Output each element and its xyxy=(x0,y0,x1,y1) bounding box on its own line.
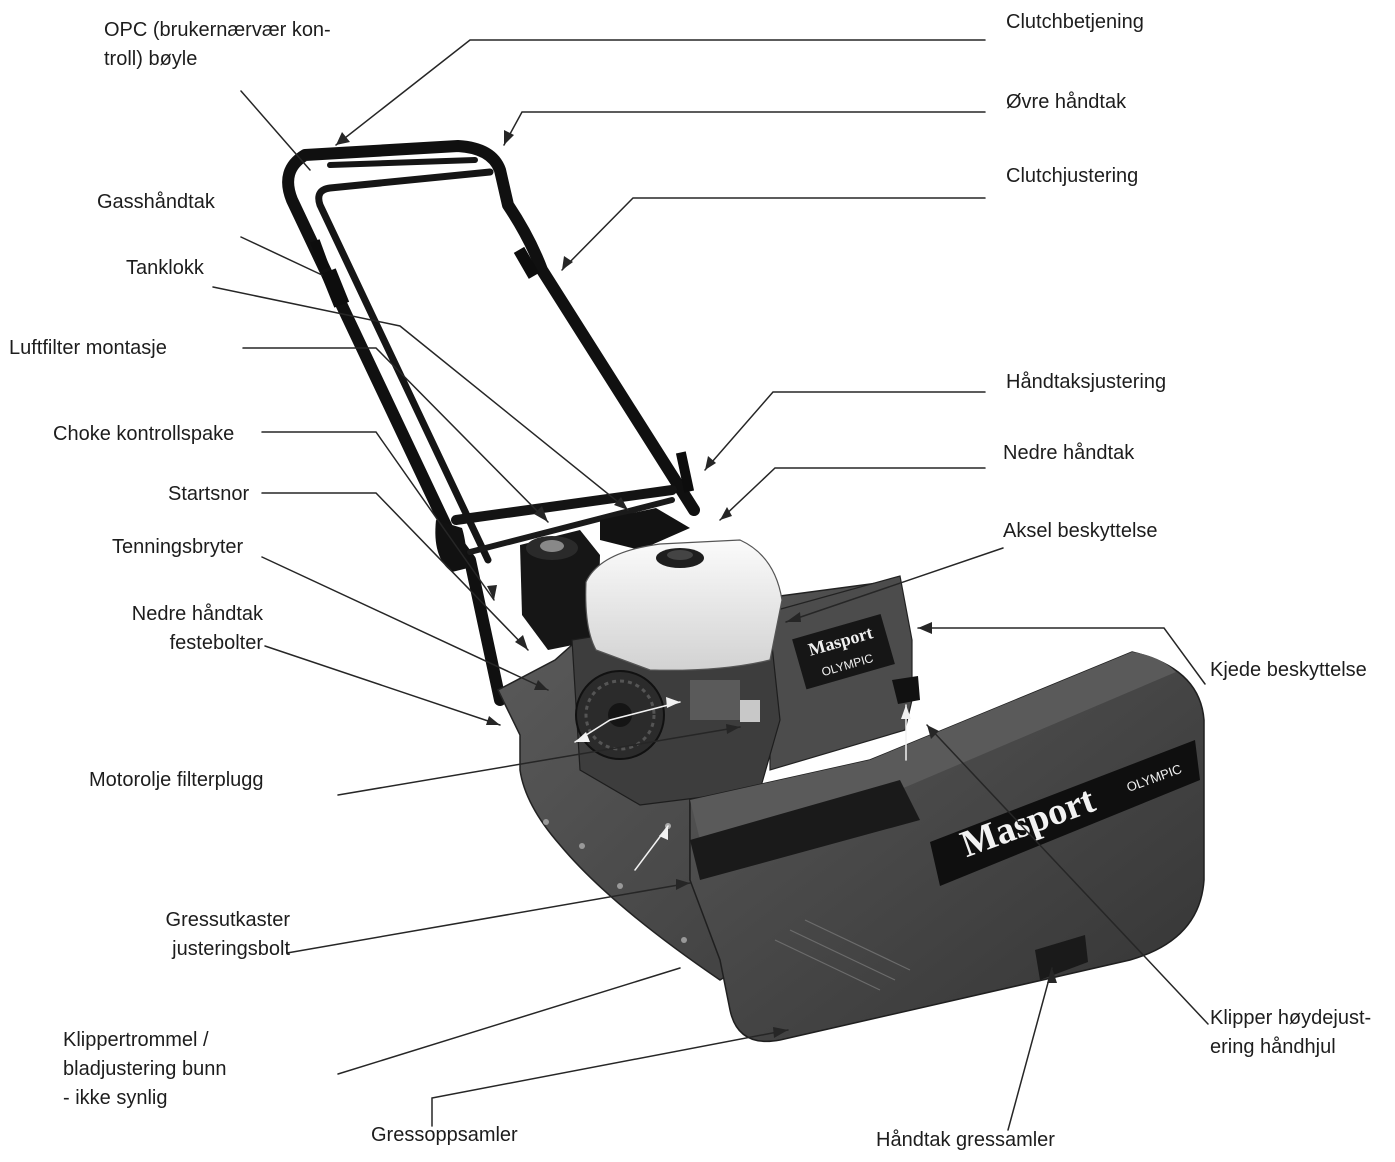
label-gasshandtak: Gasshåndtak xyxy=(97,191,215,213)
label-klippertrommel: Klippertrommel / bladjustering bunn - ik… xyxy=(63,1026,226,1113)
engine xyxy=(520,508,783,806)
label-tanklokk: Tanklokk xyxy=(126,257,204,279)
label-klipper-hoyde: Klipper høydejust- ering håndhjul xyxy=(1210,1004,1371,1062)
label-opc-line2: troll) bøyle xyxy=(104,48,198,70)
label-nedre-festebolter-line1: Nedre håndtak xyxy=(131,603,263,625)
label-opc: OPC (brukernærvær kon- troll) bøyle xyxy=(104,16,331,74)
white-arrowheads xyxy=(575,697,911,840)
label-klipper-hoyde-line1: Klipper høydejust- xyxy=(1210,1007,1372,1029)
label-klipper-hoyde-line2: ering håndhjul xyxy=(1210,1036,1336,1058)
label-nedre-festebolter: Nedre håndtak festebolter xyxy=(113,600,263,658)
label-handtak-gressamler: Håndtak gressamler xyxy=(876,1129,1055,1151)
catcher-handle xyxy=(1035,935,1088,980)
label-aksel: Aksel beskyttelse xyxy=(1003,520,1158,542)
label-ovre-handtak: Øvre håndtak xyxy=(1006,91,1127,113)
label-gressutkaster: Gressutkaster justeringsbolt xyxy=(140,906,290,964)
label-choke: Choke kontrollspake xyxy=(53,423,235,445)
label-startsnor: Startsnor xyxy=(168,483,250,505)
label-gressutkaster-line1: Gressutkaster xyxy=(165,909,290,931)
label-opc-line1: OPC (brukernærvær kon- xyxy=(104,19,331,41)
label-gressoppsamler: Gressoppsamler xyxy=(371,1124,518,1146)
arrowheads xyxy=(336,130,1057,1038)
label-clutchjustering: Clutchjustering xyxy=(1006,165,1139,187)
label-clutchbetjening: Clutchbetjening xyxy=(1006,11,1144,33)
label-klippertrommel-line2: bladjustering bunn xyxy=(63,1058,227,1080)
label-motorolje: Motorolje filterplugg xyxy=(89,769,264,791)
grass-catcher: Masport OLYMPIC xyxy=(689,651,1205,1043)
label-tenningsbryter: Tenningsbryter xyxy=(112,536,244,558)
label-luftfilter: Luftfilter montasje xyxy=(9,337,167,359)
label-gressutkaster-line2: justeringsbolt xyxy=(172,938,290,960)
label-nedre-handtak: Nedre håndtak xyxy=(1003,442,1135,464)
label-kjede: Kjede beskyttelse xyxy=(1210,659,1367,681)
label-klippertrommel-line1: Klippertrommel / xyxy=(63,1029,209,1051)
label-handtaksjustering: Håndtaksjustering xyxy=(1006,371,1167,393)
height-adjust-knob xyxy=(892,676,920,704)
label-nedre-festebolter-line2: festebolter xyxy=(169,632,263,654)
handle-frame xyxy=(282,140,700,706)
leader-lines xyxy=(212,39,1209,1131)
label-klippertrommel-line3: - ikke synlig xyxy=(63,1087,168,1109)
mower-illustration: Masport OLYMPIC Masport xyxy=(282,140,1205,1043)
catcher-logo-band xyxy=(930,740,1200,886)
